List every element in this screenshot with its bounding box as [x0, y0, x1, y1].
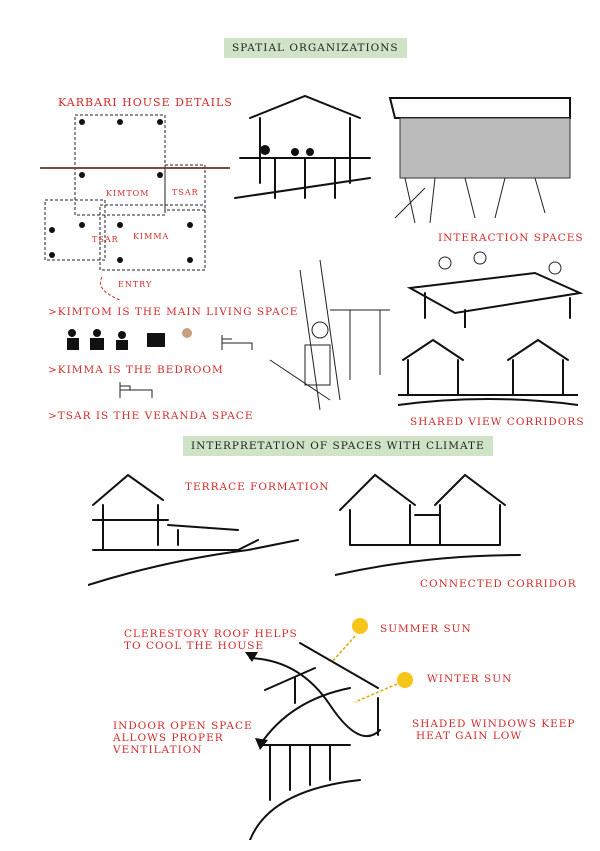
interaction-sketch [406, 251, 584, 328]
winter-sun-label: Winter Sun [427, 673, 513, 685]
winter-sun-icon [397, 672, 413, 688]
caption-terrace: Terrace Formation [185, 481, 330, 493]
note-tsar: >Tsar is the veranda space [48, 410, 254, 422]
indoor-line-1: Indoor open space [113, 720, 253, 732]
terrace-sketch [88, 473, 299, 586]
plan-title: Karbari House Details [58, 96, 233, 109]
woman-on-ladder-sketch [269, 259, 390, 411]
note-kimma: >Kimma is the bedroom [48, 364, 224, 376]
heading-climate: Interpretation of Spaces with Climate [183, 436, 493, 456]
heading-spatial: Spatial Organizations [224, 38, 407, 58]
corridor-sketch [398, 338, 578, 406]
bed-icon [119, 382, 153, 398]
clerestory-line-2: to cool the house [124, 640, 265, 652]
stilt-house-sketch [234, 94, 371, 199]
label-tsar-1: Tsar [172, 188, 199, 197]
label-entry: Entry [118, 280, 153, 289]
summer-sun-icon [352, 618, 368, 634]
floor-plan-drawing [40, 114, 230, 300]
caption-interaction: Interaction Spaces [438, 232, 584, 244]
note-kimtom: >Kimtom is the main living space [48, 306, 299, 318]
label-kimma: Kimma [133, 232, 170, 241]
shaded-line-1: Shaded windows keep [412, 718, 576, 730]
indoor-line-2: allows proper [113, 732, 224, 744]
living-activities-icons [67, 328, 253, 350]
label-kimtom: Kimtom [106, 189, 150, 198]
caption-connected: Connected Corridor [420, 578, 577, 590]
caption-corridors: Shared View Corridors [410, 416, 585, 428]
climate-house-sketch [245, 618, 413, 840]
summer-sun-label: Summer Sun [380, 623, 472, 635]
label-tsar-2: Tsar [92, 235, 119, 244]
connected-sketch [335, 473, 521, 576]
indoor-line-3: ventilation [113, 744, 203, 756]
shaded-line-2: heat gain low [416, 730, 523, 742]
clerestory-line-1: Clerestory roof helps [124, 628, 298, 640]
thatched-house-sketch [388, 97, 571, 224]
